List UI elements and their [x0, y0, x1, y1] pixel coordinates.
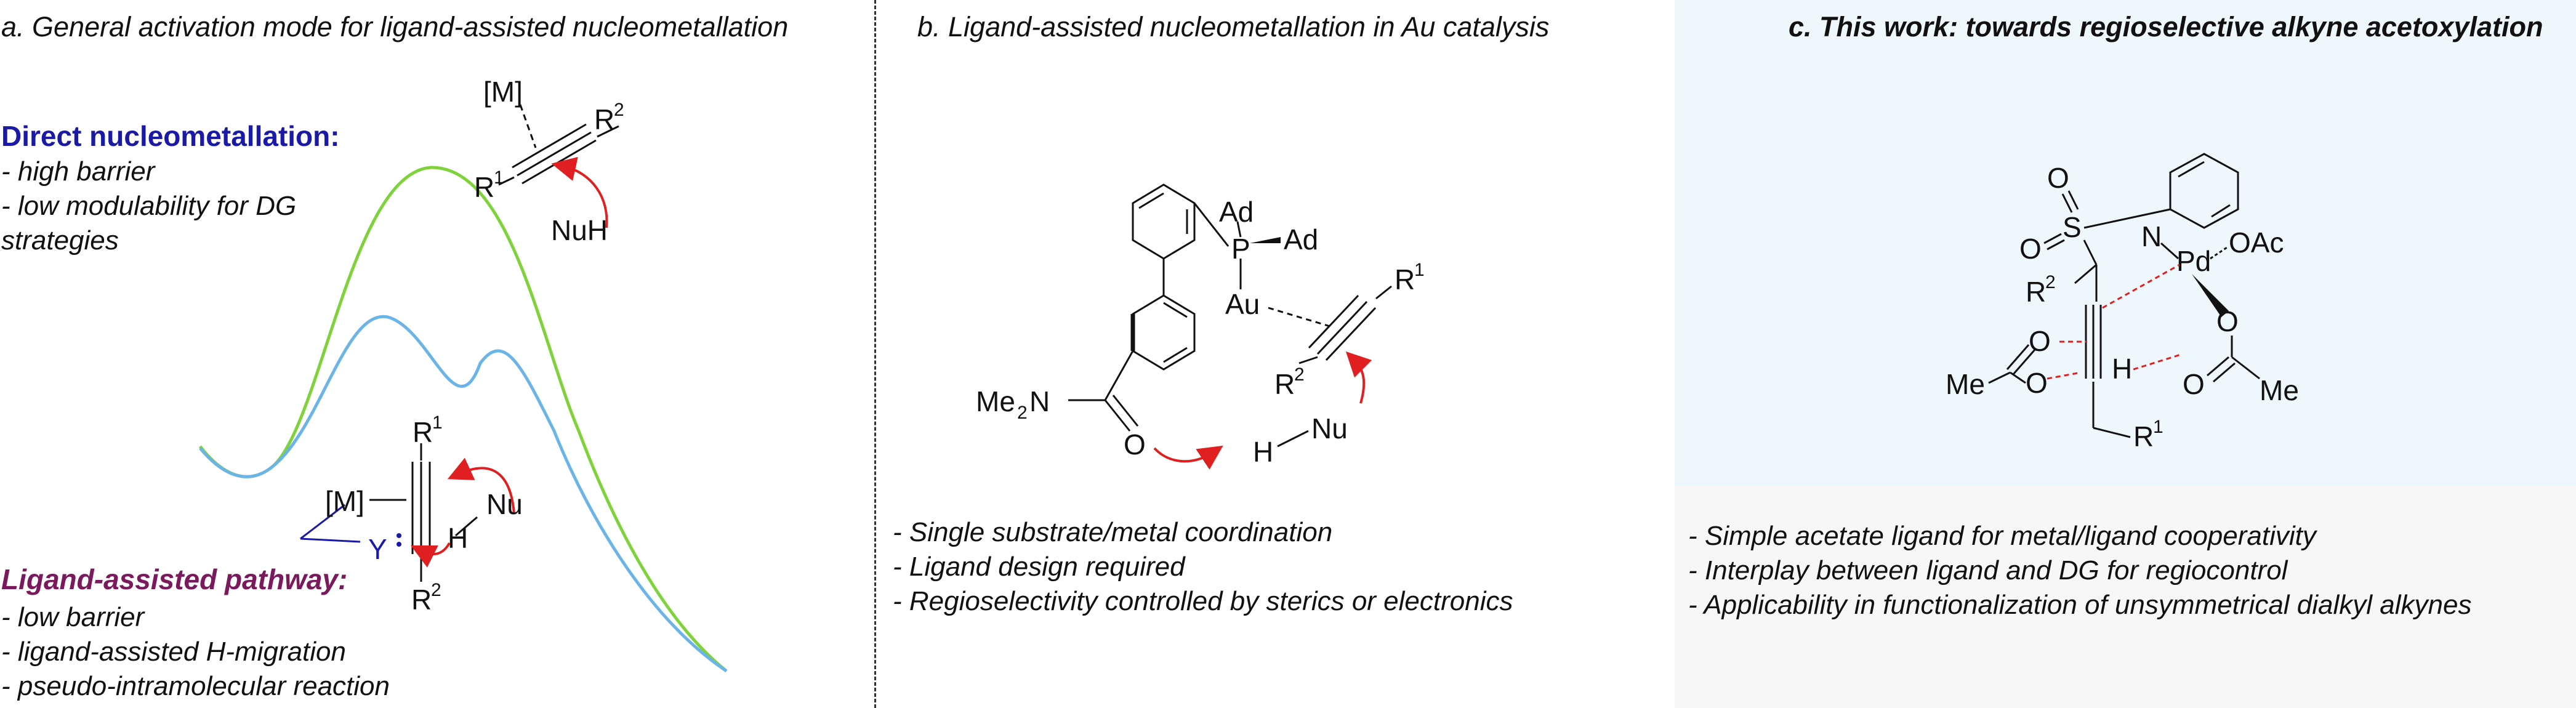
sulfur-label: S	[2063, 211, 2082, 243]
ligand-point-1: - low barrier	[1, 602, 145, 632]
svg-text:2: 2	[431, 580, 441, 600]
r2-label: R	[594, 103, 614, 135]
nu-label: Nu	[486, 488, 523, 520]
direct-point-3: strategies	[1, 225, 119, 255]
direct-nucleometallation-title: Direct nucleometallation:	[1, 120, 340, 152]
ligand-assisted-title: Ligand-assisted pathway:	[1, 563, 348, 595]
metal-label-2: [M]	[325, 485, 364, 517]
ligand-y-label: Y	[368, 533, 387, 565]
ligand-pathway-curve	[199, 315, 728, 673]
h-label-b: H	[1253, 436, 1273, 468]
metal-label: [M]	[483, 76, 523, 108]
acetate-o-label-right: O	[2183, 368, 2205, 400]
svg-text:2: 2	[1294, 364, 1305, 385]
panel-c-scheme: N Pd OAc O O Me S O O R 2 R 1	[1946, 153, 2299, 453]
sulfonyl-o-label-1: O	[2047, 162, 2069, 194]
svg-text:1: 1	[494, 167, 504, 188]
direct-point-1: - high barrier	[1, 156, 155, 187]
direct-point-2: - low modulability for DG	[1, 191, 297, 221]
panel-c: c. This work: towards regioselective alk…	[1675, 0, 2576, 708]
phosphorus-label: P	[1231, 233, 1250, 265]
sulfonyl-o-label-2: O	[2019, 233, 2042, 265]
svg-text:1: 1	[1414, 260, 1425, 280]
r2-label-b: R	[1274, 368, 1295, 400]
me-label-right: Me	[2260, 374, 2299, 406]
r1-label: R	[474, 171, 494, 203]
h-label: H	[448, 522, 468, 554]
r2-label-2: R	[411, 584, 432, 616]
pd-o-label: O	[2216, 305, 2239, 337]
panel-b-point-2: - Ligand design required	[893, 552, 1185, 582]
svg-text:1: 1	[432, 412, 443, 433]
me2n-label: Me	[976, 385, 1015, 417]
svg-text:2: 2	[1017, 403, 1028, 423]
panel-b-point-1: - Single substrate/metal coordination	[893, 517, 1333, 547]
panel-b-scheme: P Ad Ad Au R 1 R 2 Me 2 N O H Nu	[976, 183, 1425, 470]
amide-o-label: O	[1124, 428, 1146, 461]
ligand-point-2: - ligand-assisted H-migration	[1, 637, 346, 667]
panel-a: a. General activation mode for ligand-as…	[0, 0, 874, 708]
panel-a-scheme: [M] R 2 R 1 NuH [M] R 1 Nu H Y R 2	[199, 76, 728, 673]
panel-c-text-background	[1675, 486, 2576, 708]
svg-text:2: 2	[2045, 272, 2056, 292]
nu-label-b: Nu	[1311, 412, 1348, 445]
panel-c-point-3: - Applicability in functionalization of …	[1688, 590, 2472, 620]
ad-label-2: Ad	[1284, 223, 1318, 255]
panel-a-heading: a. General activation mode for ligand-as…	[1, 11, 789, 42]
ligand-point-3: - pseudo-intramolecular reaction	[1, 671, 390, 701]
amide-n-label: N	[1029, 385, 1050, 417]
panel-b-point-3: - Regioselectivity controlled by sterics…	[893, 586, 1513, 616]
divider-ab	[874, 0, 876, 708]
panel-b-heading: b. Ligand-assisted nucleometallation in …	[917, 11, 1550, 42]
pyridine-n-label: N	[2141, 220, 2162, 252]
palladium-label: Pd	[2176, 245, 2211, 277]
ad-label-1: Ad	[1219, 196, 1254, 228]
panel-b: b. Ligand-assisted nucleometallation in …	[874, 0, 1675, 708]
panel-c-heading: c. This work: towards regioselective alk…	[1789, 11, 2543, 42]
me-label-left: Me	[1946, 368, 1985, 400]
nuh-label: NuH	[551, 214, 608, 246]
gold-label: Au	[1225, 288, 1260, 320]
acetate-o-label-left-2: O	[2026, 367, 2048, 399]
r2-label-c: R	[2026, 276, 2046, 308]
r1-label-b: R	[1395, 263, 1415, 296]
r1-label-2: R	[413, 416, 433, 448]
panel-c-point-2: - Interplay between ligand and DG for re…	[1688, 555, 2288, 585]
r1-label-c: R	[2133, 420, 2154, 453]
panel-c-point-1: - Simple acetate ligand for metal/ligand…	[1688, 521, 2316, 551]
h-label-c: H	[2112, 353, 2132, 385]
svg-text:2: 2	[614, 100, 624, 120]
svg-text:1: 1	[2153, 417, 2163, 437]
oac-label: OAc	[2229, 227, 2284, 259]
